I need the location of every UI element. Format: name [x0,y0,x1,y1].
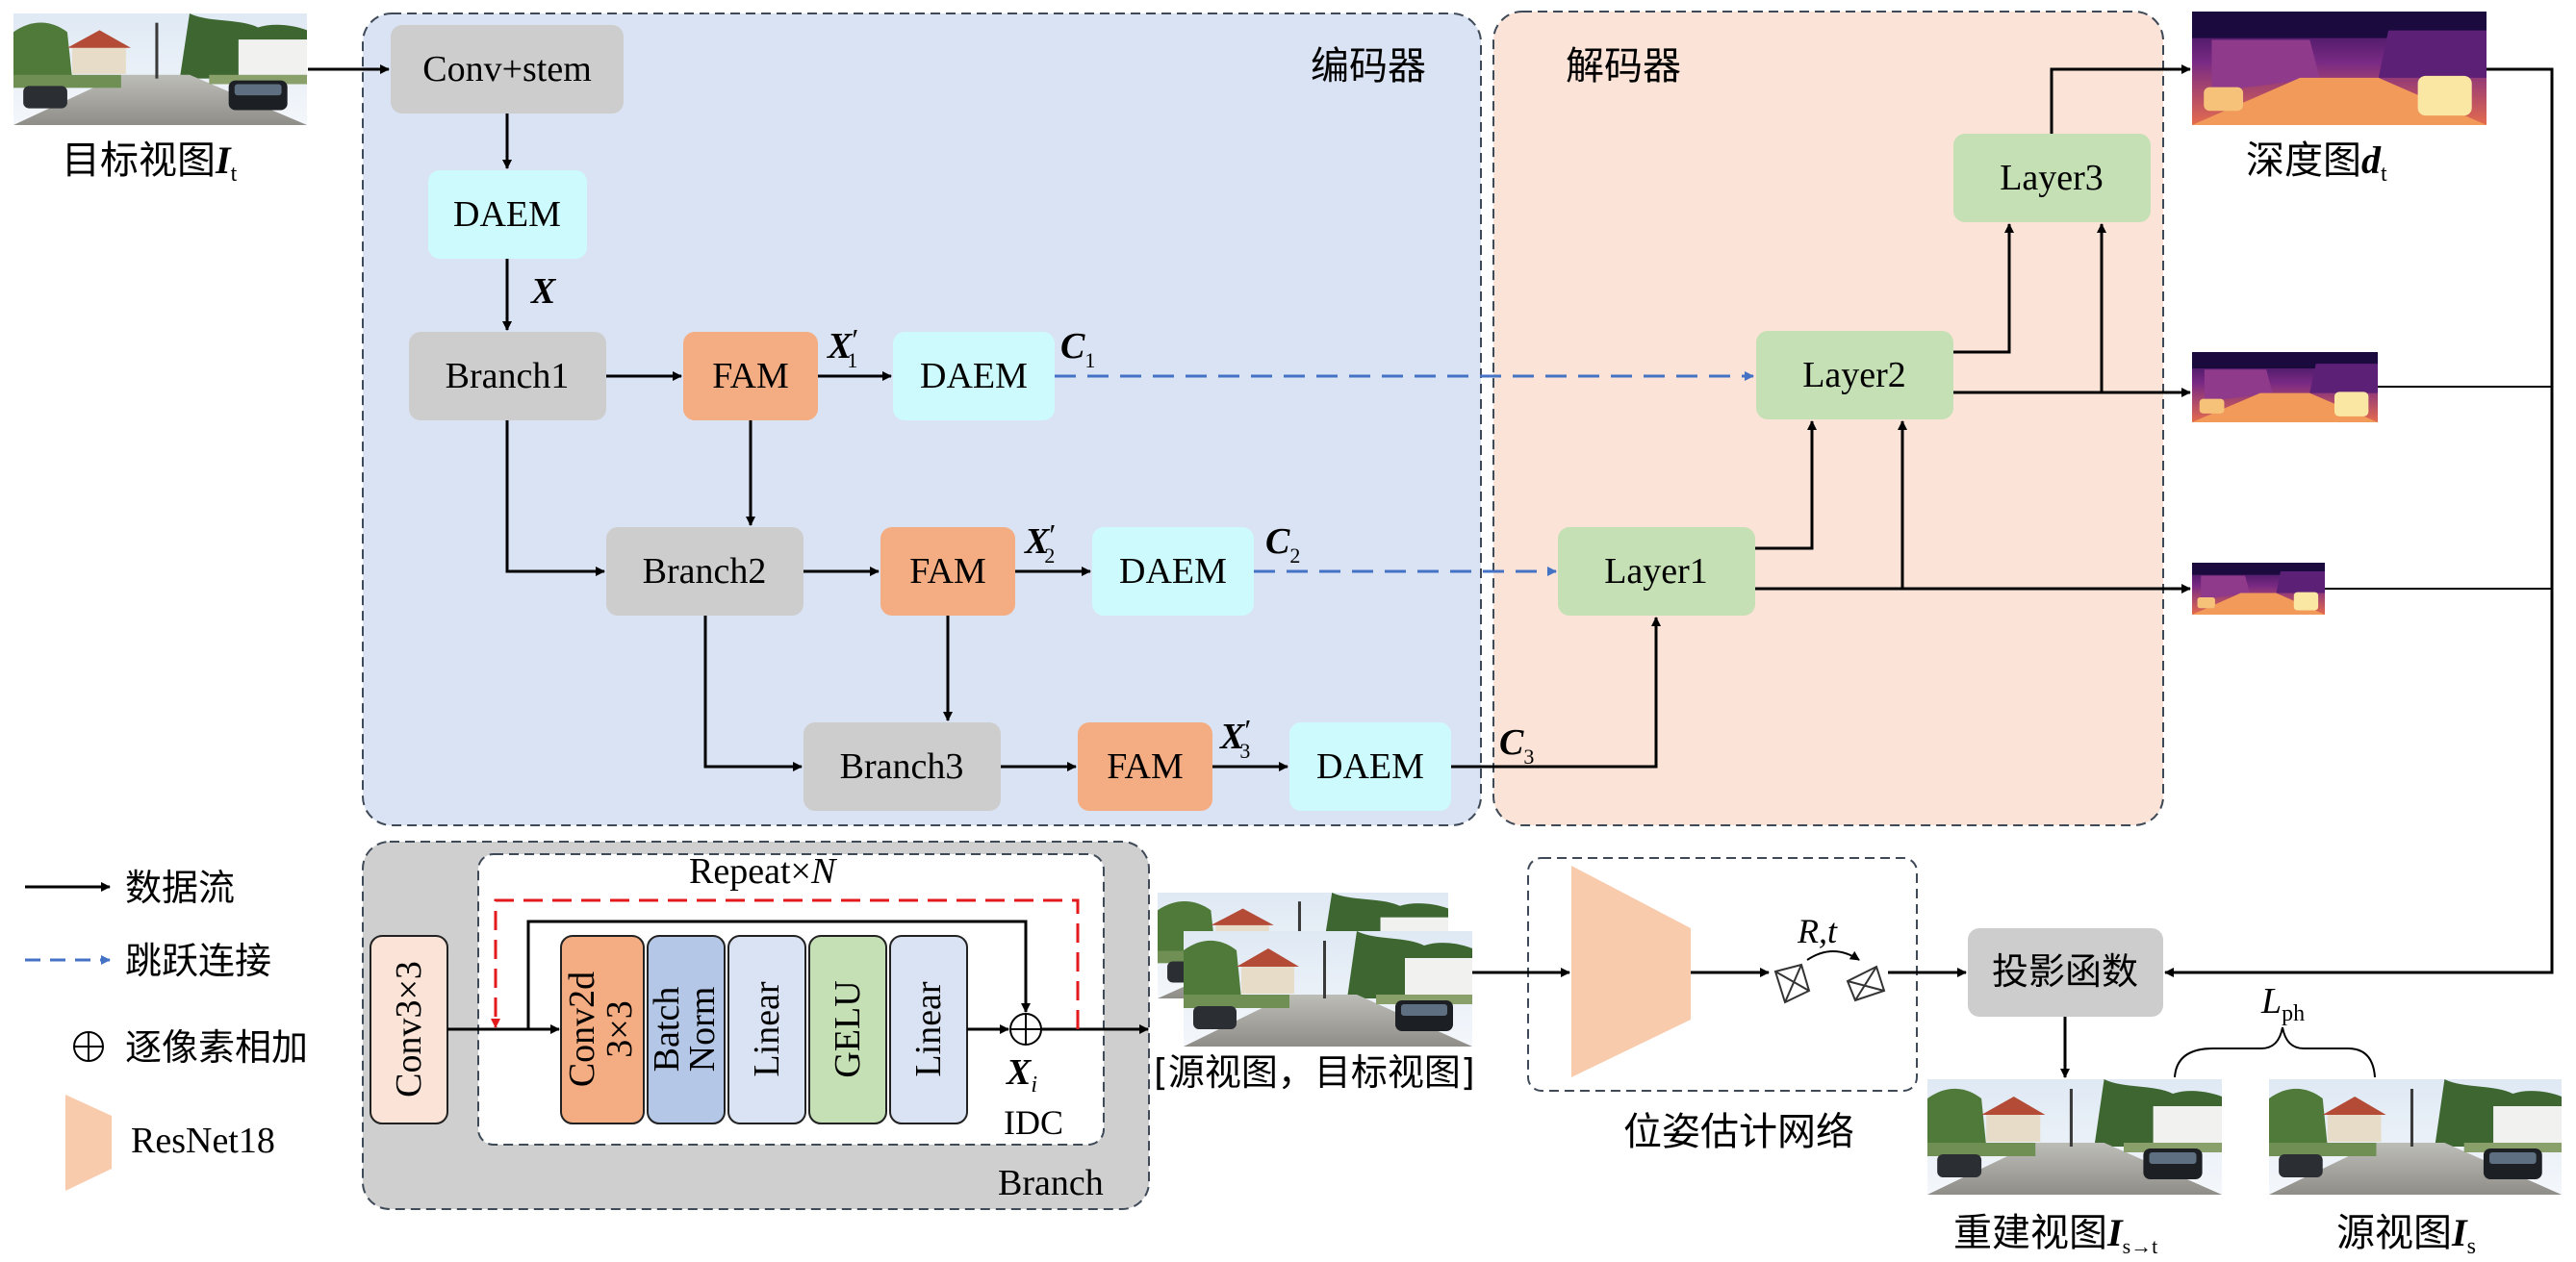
data-flow-arrows [308,64,2554,1078]
legend-resnet-label: ResNet18 [131,1121,275,1161]
camera-icon-left [1773,963,1811,1004]
label-C2: C2 [1265,521,1300,568]
svg-text:DAEM: DAEM [453,194,561,235]
svg-text:GELU: GELU [828,980,868,1077]
label-X3-prime: X′3 [1219,713,1251,763]
daem-node-0: DAEM [428,170,587,259]
daem3-node: DAEM [1289,722,1451,811]
legend-data-flow-label: 数据流 [125,867,235,909]
branch1-node: Branch1 [409,332,606,420]
svg-text:DAEM: DAEM [920,356,1028,396]
target-view-image [13,13,307,125]
label-X2-prime: X′2 [1024,517,1056,568]
svg-text:Linear: Linear [908,981,949,1077]
label-X1-prime: X′1 [827,322,858,372]
conv2d-node: Conv2d 3×3 [560,935,645,1124]
repeat-loop-arrow [491,898,1080,1029]
depth-map-caption: 深度图dt [2246,139,2387,187]
idc-label: IDC [1004,1103,1063,1142]
target-view-caption: 目标视图It [62,139,238,187]
layer2-node: Layer2 [1756,331,1953,419]
lph-brace [2174,1026,2376,1078]
depth-map-small [2192,563,2325,615]
pose-curved-arrow [1806,950,1860,961]
depth-map-large [2192,12,2487,125]
legend-resnet-shape [65,1095,112,1191]
conv-stem-node: Conv+stem [391,25,624,114]
fam1-node: FAM [683,332,818,420]
batchnorm-node: Batch Norm [647,935,726,1124]
source-view-image [2269,1079,2562,1195]
depth-output-lines [2325,386,2552,590]
linear1-node: Linear [727,935,806,1124]
svg-text:Branch1: Branch1 [446,356,570,396]
pose-rt-label: R,t [1797,912,1838,950]
encoder-label: 编码器 [1311,44,1426,88]
branch3-node: Branch3 [803,722,1001,811]
repeat-label: Repeat×N [689,851,838,892]
svg-text:DAEM: DAEM [1119,551,1227,592]
svg-text:Conv+stem: Conv+stem [422,49,592,89]
source-view-caption: 源视图Is [2336,1211,2476,1259]
legend-add-icon [73,1031,104,1062]
svg-text:Branch2: Branch2 [643,551,767,592]
elementwise-add-symbol [1009,1013,1042,1046]
fam3-node: FAM [1078,722,1212,811]
svg-text:投影函数: 投影函数 [1992,952,2138,993]
legend-skip-label: 跳跃连接 [125,940,271,982]
svg-text:Layer2: Layer2 [1802,355,1906,395]
svg-text:Norm: Norm [682,987,723,1073]
label-C3: C3 [1499,722,1534,769]
source-target-pair-caption: [源视图，目标视图] [1154,1051,1475,1094]
svg-text:FAM: FAM [1107,746,1184,787]
legend-add-label: 逐像素相加 [125,1026,308,1069]
layer3-node: Layer3 [1953,134,2151,222]
daem2-node: DAEM [1092,527,1254,616]
gelu-node: GELU [808,935,887,1124]
svg-text:FAM: FAM [909,551,986,592]
label-C1: C1 [1060,326,1095,372]
skip-connection-arrows [1055,371,1754,576]
resnet18-encoder-shape [1571,866,1691,1077]
branch-label: Branch [998,1163,1104,1203]
source-target-pair-image [1158,893,1472,1047]
label-X: X [530,271,557,312]
reconstructed-view-caption: 重建视图Is→t [1953,1211,2157,1258]
label-Xi: Xi [1006,1052,1037,1098]
svg-text:DAEM: DAEM [1316,746,1424,787]
decoder-label: 解码器 [1566,44,1681,88]
reconstructed-view-image [1927,1079,2222,1195]
svg-text:FAM: FAM [712,356,789,396]
pose-net-label: 位姿估计网络 [1623,1110,1854,1154]
conv3x3-node: Conv3×3 [370,935,448,1124]
layer1-node: Layer1 [1558,527,1755,616]
svg-text:Layer3: Layer3 [2000,158,2104,198]
svg-text:Batch: Batch [647,987,687,1073]
label-Lph: Lph [2260,981,2305,1026]
svg-text:Conv3×3: Conv3×3 [389,961,429,1098]
depth-map-medium [2192,352,2378,422]
svg-text:Linear: Linear [747,981,787,1077]
svg-text:3×3: 3×3 [599,1000,640,1057]
linear2-node: Linear [889,935,968,1124]
projection-function-node: 投影函数 [1968,928,2163,1017]
daem1-node: DAEM [893,332,1055,420]
svg-text:Layer1: Layer1 [1604,551,1708,592]
svg-text:Branch3: Branch3 [840,746,964,787]
fam2-node: FAM [880,527,1015,616]
legend: 数据流 跳跃连接 逐像素相加 ResNet18 [25,867,308,1191]
branch2-node: Branch2 [606,527,803,616]
camera-icon-right [1846,965,1886,1002]
svg-text:Conv2d: Conv2d [562,972,602,1087]
